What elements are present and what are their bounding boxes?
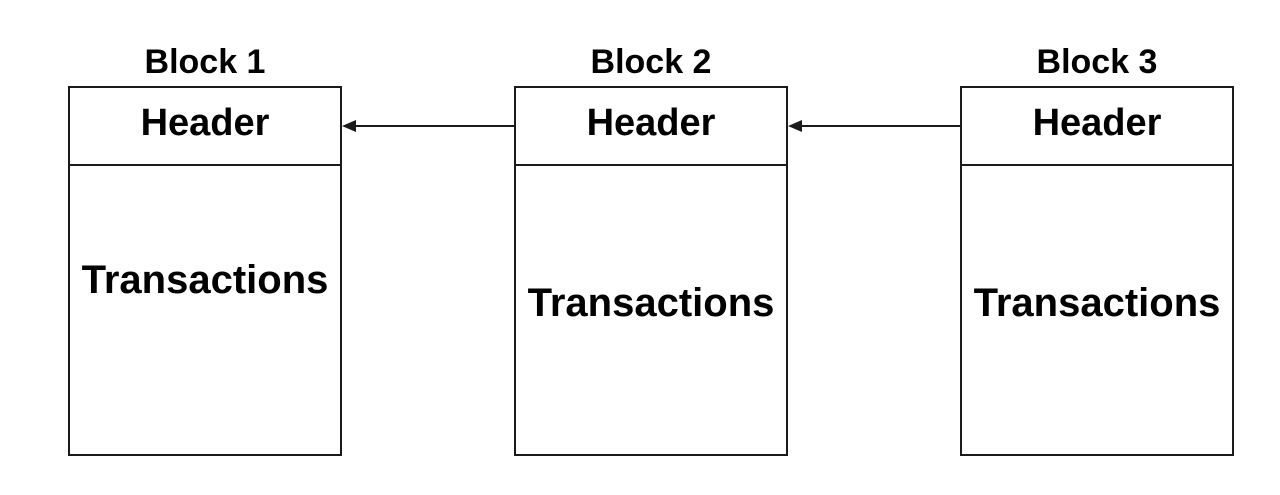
block-1: Header Transactions xyxy=(68,86,342,456)
block-1-transactions: Transactions xyxy=(81,258,329,302)
block-1-title: Block 1 xyxy=(144,43,266,81)
arrow-block-3-to-block-2 xyxy=(788,120,960,132)
block-3: Header Transactions xyxy=(960,86,1234,456)
block-3-title: Block 3 xyxy=(1036,43,1158,81)
block-2-header: Header xyxy=(516,88,786,166)
block-1-header: Header xyxy=(70,88,340,166)
arrow-block-2-to-block-1 xyxy=(342,120,514,132)
block-2: Header Transactions xyxy=(514,86,788,456)
block-2-transactions: Transactions xyxy=(527,281,775,325)
block-3-transactions: Transactions xyxy=(973,281,1221,325)
block-3-header: Header xyxy=(962,88,1232,166)
block-2-title: Block 2 xyxy=(590,43,712,81)
